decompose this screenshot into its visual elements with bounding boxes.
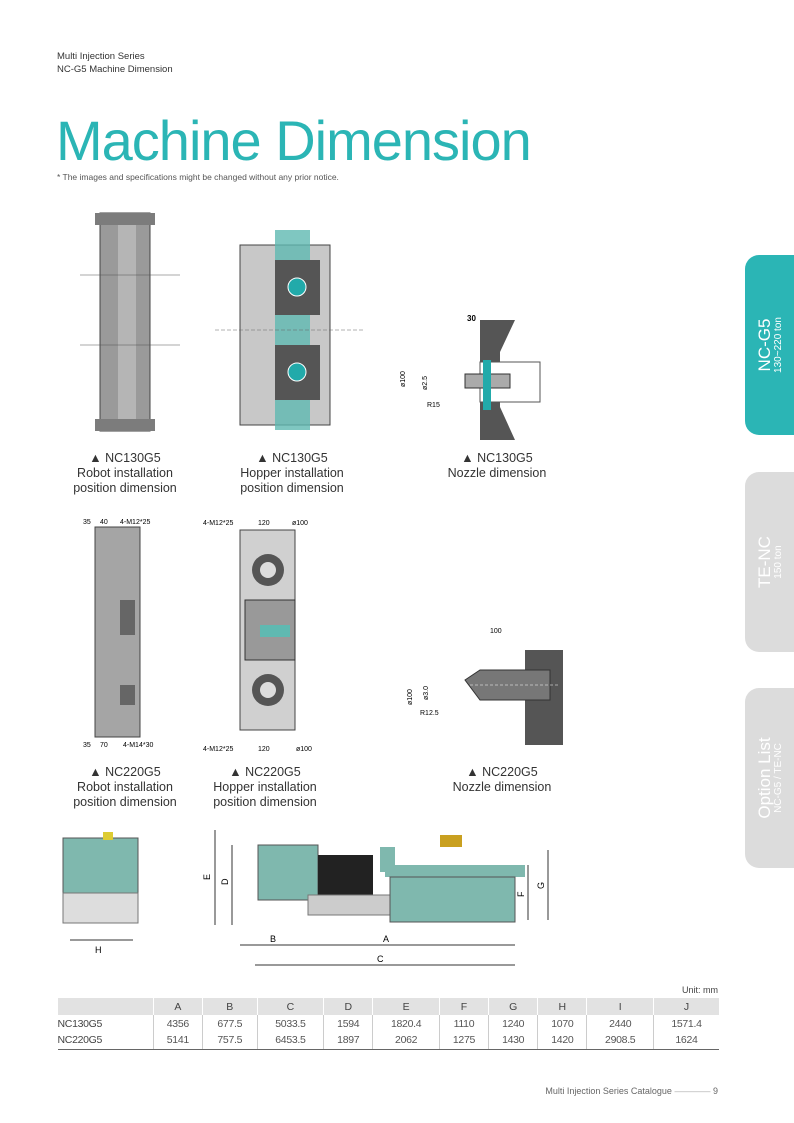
cell: 2908.5 bbox=[586, 1032, 654, 1050]
cell: 1897 bbox=[323, 1032, 373, 1050]
nozzle-radius-label: R15 bbox=[427, 402, 440, 409]
cell: 2062 bbox=[372, 1032, 440, 1050]
tab-label: TE-NC bbox=[754, 536, 774, 588]
dim-label-f: F bbox=[516, 891, 526, 897]
column-header bbox=[57, 998, 154, 1015]
row-header: NC220G5 bbox=[57, 1032, 154, 1050]
dim-label: 40 bbox=[100, 519, 108, 526]
cell: 1624 bbox=[652, 1032, 719, 1050]
nozzle-dia-label: ø100 bbox=[400, 371, 407, 387]
cell: 4356 bbox=[152, 1015, 203, 1032]
cell: 6453.5 bbox=[256, 1032, 324, 1050]
tab-sub: 150 ton bbox=[772, 545, 784, 579]
column-header: D bbox=[323, 998, 373, 1015]
dim-label-c: C bbox=[377, 954, 384, 964]
nozzle-orifice-label: ø2.5 bbox=[422, 376, 429, 390]
cell: 2440 bbox=[586, 1015, 654, 1032]
cell: 5141 bbox=[152, 1032, 203, 1050]
dim-label-e: E bbox=[202, 874, 212, 880]
tab-sub: 130~220 ton bbox=[772, 317, 784, 373]
cell: 677.5 bbox=[201, 1015, 258, 1032]
column-header: C bbox=[256, 998, 324, 1015]
dim-label-b: B bbox=[270, 934, 276, 944]
cell: 1240 bbox=[488, 1015, 538, 1032]
dim-label: 35 bbox=[83, 519, 91, 526]
dim-label: 70 bbox=[100, 742, 108, 749]
unit-label: Unit: mm bbox=[682, 985, 718, 995]
dim-label: 35 bbox=[83, 742, 91, 749]
table-header-row: A B C D E F G H I J bbox=[57, 998, 719, 1015]
dim-label-g: G bbox=[536, 882, 546, 889]
dim-label: R12.5 bbox=[420, 710, 439, 717]
nc220g5-nozzle-drawing: 100 ø100 ø3.0 R12.5 bbox=[407, 628, 563, 745]
dim-label: ø100 bbox=[292, 520, 308, 527]
column-header: B bbox=[201, 998, 258, 1015]
cell: 1430 bbox=[488, 1032, 538, 1050]
column-header: A bbox=[152, 998, 203, 1015]
dim-label: 120 bbox=[258, 520, 270, 527]
machine-side-view: B A C E D F G bbox=[202, 830, 549, 966]
column-header: G bbox=[488, 998, 538, 1015]
column-header: J bbox=[652, 998, 719, 1015]
nc130g5-hopper-drawing bbox=[215, 230, 365, 430]
nc220g5-hopper-drawing: 4-M12*25 120 ø100 4-M12*25 120 ø100 bbox=[203, 520, 312, 753]
cell: 5033.5 bbox=[256, 1015, 324, 1032]
cell: 1820.4 bbox=[372, 1015, 440, 1032]
dim-label-h: H bbox=[95, 945, 102, 955]
cell: 1594 bbox=[323, 1015, 373, 1032]
dim-label: 4-M12*25 bbox=[203, 746, 233, 753]
disclaimer-note: * The images and specifications might be… bbox=[57, 172, 339, 182]
cell: 1571.4 bbox=[652, 1015, 719, 1032]
dim-label: 100 bbox=[490, 628, 502, 635]
cell: 757.5 bbox=[201, 1032, 258, 1050]
dim-label: ø3.0 bbox=[423, 686, 430, 700]
dim-label: 120 bbox=[258, 746, 270, 753]
dim-label: ø100 bbox=[407, 689, 414, 705]
footer-rule: ———— bbox=[674, 1086, 711, 1096]
cell: 1110 bbox=[438, 1015, 489, 1032]
dim-label-a: A bbox=[383, 934, 389, 944]
cell: 1070 bbox=[537, 1015, 587, 1032]
tab-label: Option List bbox=[754, 737, 774, 819]
cell: 1420 bbox=[537, 1032, 587, 1050]
column-header: F bbox=[438, 998, 489, 1015]
dim-label: 4-M12*25 bbox=[120, 519, 150, 526]
cell: 1275 bbox=[438, 1032, 489, 1050]
dim-label: 4-M14*30 bbox=[123, 742, 153, 749]
footer: Multi Injection Series Catalogue ———— 9 bbox=[545, 1086, 718, 1096]
tab-label: NC-G5 bbox=[754, 318, 774, 372]
page-title: Machine Dimension bbox=[56, 109, 532, 172]
series-label: Multi Injection Series bbox=[57, 51, 145, 62]
nozzle-width-label: 30 bbox=[467, 314, 476, 323]
nc130g5-robot-drawing bbox=[80, 212, 180, 432]
row-header: NC130G5 bbox=[57, 1017, 103, 1030]
page-number: 9 bbox=[712, 1086, 718, 1096]
dim-label: ø100 bbox=[296, 746, 312, 753]
tab-sub: NC-G5 / TE-NC bbox=[772, 743, 784, 813]
column-header: E bbox=[372, 998, 440, 1015]
page-subtitle: NC-G5 Machine Dimension bbox=[57, 64, 173, 75]
header: Multi Injection Series NC-G5 Machine Dim… bbox=[57, 50, 173, 76]
column-header: I bbox=[586, 998, 654, 1015]
column-header: H bbox=[537, 998, 587, 1015]
dim-label-d: D bbox=[220, 878, 230, 885]
machine-front-view: H bbox=[62, 832, 139, 955]
footer-text: Multi Injection Series Catalogue bbox=[545, 1086, 672, 1096]
nc130g5-nozzle-drawing: 30 ø100 ø2.5 R15 bbox=[400, 314, 541, 440]
nc220g5-robot-drawing: 35 40 4-M12*25 35 70 4-M14*30 bbox=[83, 519, 153, 749]
dim-label: 4-M12*25 bbox=[203, 520, 233, 527]
